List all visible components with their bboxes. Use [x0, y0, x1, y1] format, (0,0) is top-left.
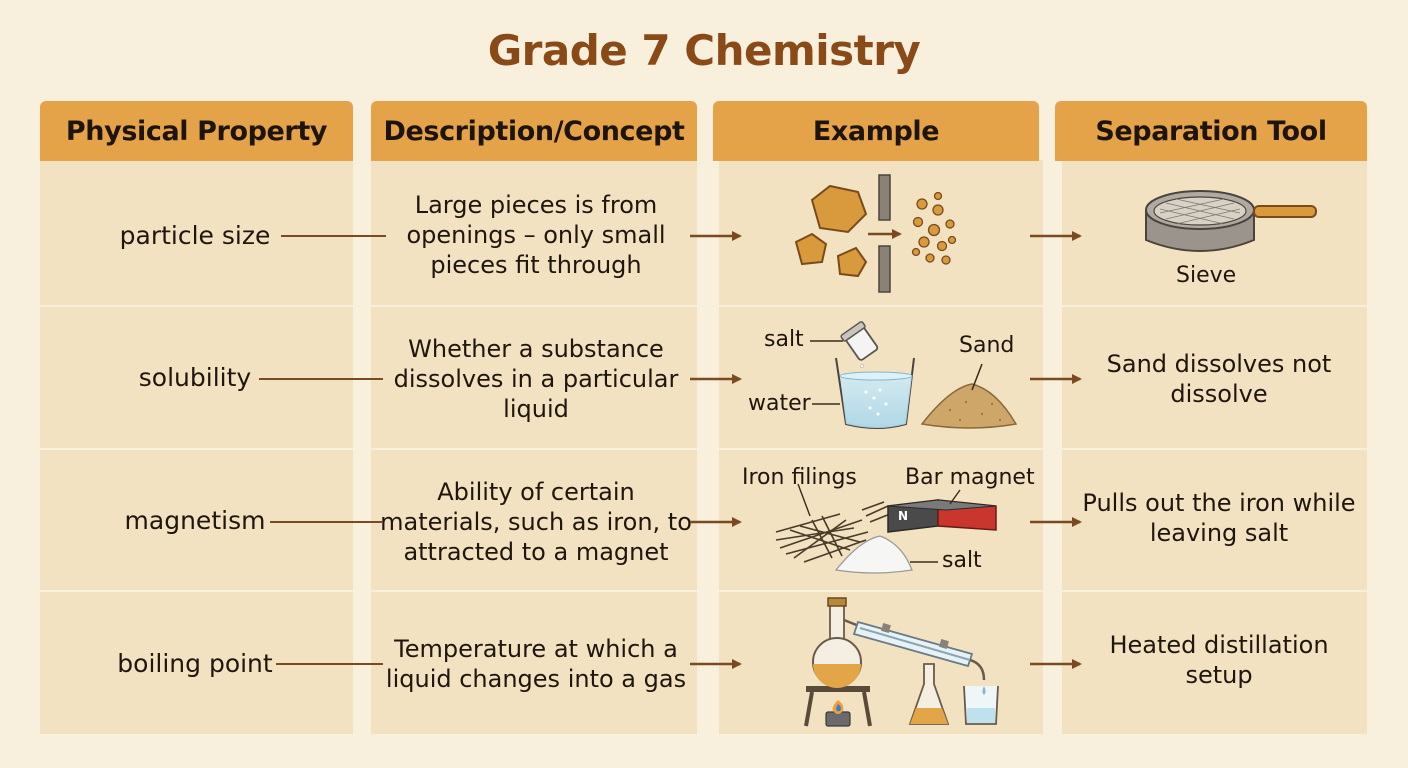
example-label-salt-2: salt — [942, 548, 982, 573]
row-divider — [40, 590, 1367, 592]
column-property-bg — [40, 160, 353, 734]
example-label-bar-magnet: Bar magnet — [905, 465, 1035, 490]
column-description-bg — [371, 160, 697, 734]
description-solubility: Whether a substance dissolves in a parti… — [393, 335, 679, 423]
tool-magnetism: Pulls out the iron while leaving salt — [1082, 489, 1356, 547]
row-divider — [40, 305, 1367, 307]
example-label-iron-filings: Iron filings — [742, 465, 857, 490]
row-divider — [40, 448, 1367, 450]
connector-lines — [259, 235, 386, 665]
flow-arrows — [690, 231, 1082, 669]
magnet-north-label: N — [898, 509, 908, 523]
example-label-water: water — [748, 391, 811, 416]
example-label-salt: salt — [764, 327, 804, 352]
example-label-sand: Sand — [959, 333, 1015, 358]
sand-pile-icon — [920, 363, 1018, 429]
salt-shaker-icon — [810, 321, 879, 388]
header-separation-tool: Separation Tool — [1055, 101, 1367, 161]
distillation-apparatus-icon — [804, 597, 999, 727]
property-particle-size: particle size — [119, 221, 271, 250]
salt-pile-icon — [834, 535, 938, 574]
property-magnetism: magnetism — [124, 506, 266, 535]
tool-boiling-point: Heated distillation setup — [1109, 631, 1329, 689]
header-example: Example — [713, 101, 1039, 161]
column-tool-bg — [1062, 160, 1367, 734]
bar-magnet-icon: N — [887, 489, 997, 533]
description-boiling-point: Temperature at which a liquid changes in… — [385, 635, 687, 693]
water-beaker-icon — [812, 357, 915, 429]
header-physical-property: Physical Property — [40, 101, 353, 161]
page-title: Grade 7 Chemistry — [487, 26, 921, 75]
tool-solubility: Sand dissolves not dissolve — [1106, 350, 1332, 408]
sieve-icon — [1145, 190, 1317, 252]
property-boiling-point: boiling point — [117, 649, 273, 678]
rocks-through-sieve-icon — [794, 174, 957, 293]
description-magnetism: Ability of certain materials, such as ir… — [380, 478, 692, 566]
header-description: Description/Concept — [371, 101, 697, 161]
description-particle-size: Large pieces is from openings – only sma… — [406, 191, 666, 279]
iron-filings-icon — [775, 483, 891, 563]
property-solubility: solubility — [138, 363, 252, 392]
tool-label-sieve: Sieve — [1176, 263, 1237, 288]
